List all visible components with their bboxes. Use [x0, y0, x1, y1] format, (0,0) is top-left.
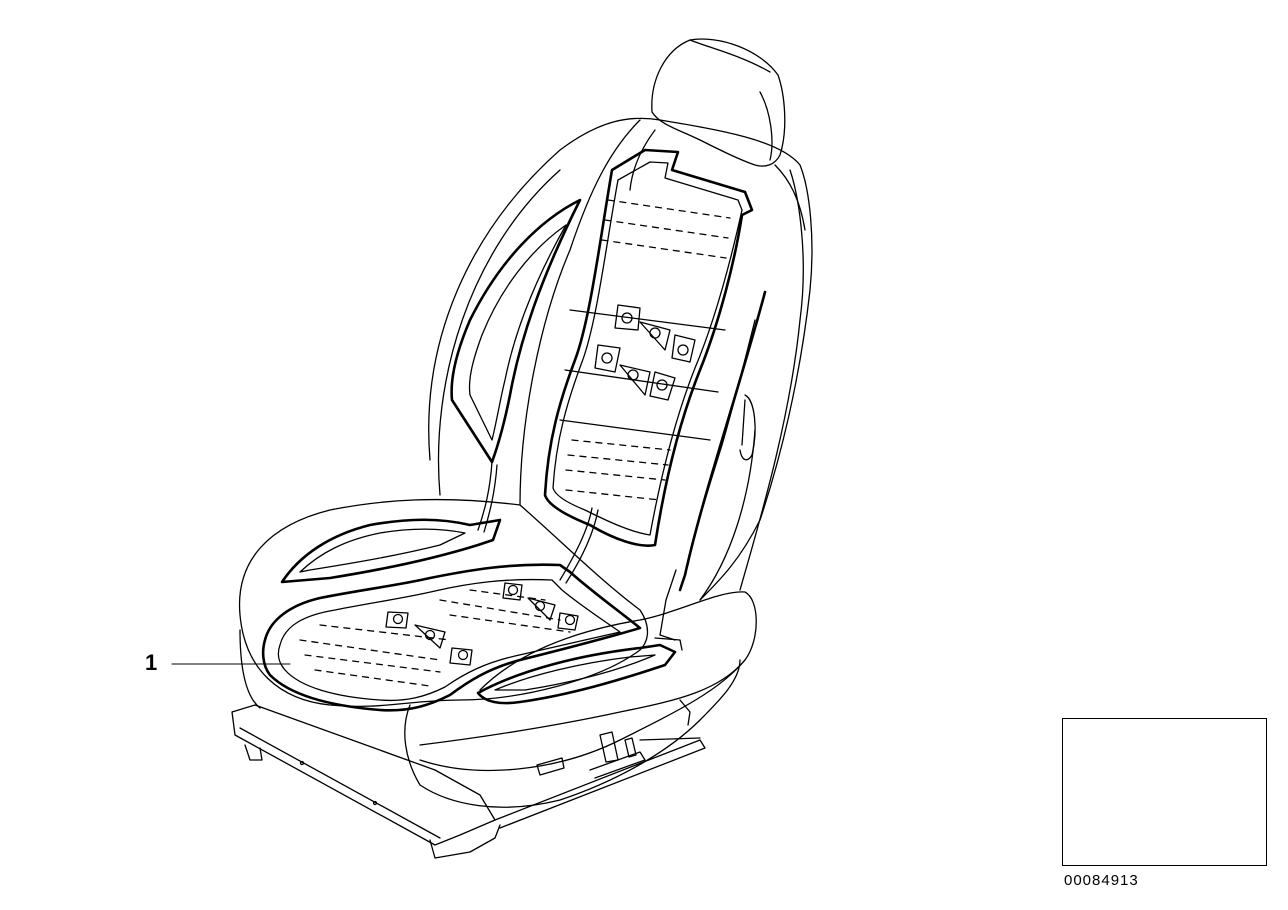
callout-number-1: 1	[145, 650, 158, 675]
seat-rail	[231, 704, 706, 859]
cushion-right-heating-element	[476, 637, 683, 705]
cushion-heating-element	[261, 563, 642, 712]
backrest-heating-element	[543, 148, 754, 584]
backrest-side-heating-element	[450, 198, 582, 533]
backrest-right-heating-element	[659, 290, 767, 641]
cushion-left-heating-element	[280, 518, 502, 584]
seat-cushion	[238, 498, 757, 808]
diagram-number: 00084913	[1064, 872, 1139, 889]
headrest	[629, 38, 806, 231]
car-overview-inset	[1062, 718, 1267, 866]
seat-backrest	[428, 117, 813, 601]
